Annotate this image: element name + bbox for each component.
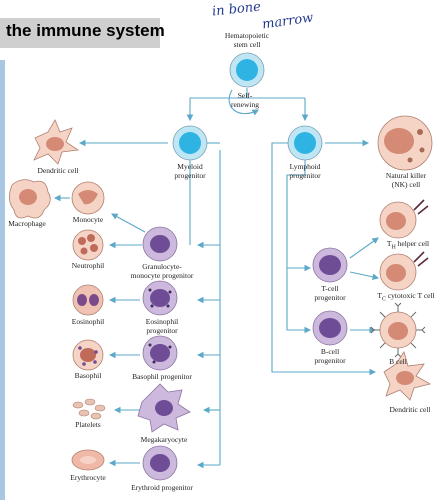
label-hematopoietic-stem-cell: Hematopoietic stem cell [224,31,270,49]
label-erythroid-progenitor: Erythroid progenitor [131,483,193,492]
label-eosinophil: Eosinophil [71,317,105,326]
label-erythrocyte: Erythrocyte [70,473,106,482]
to-monocyte-arrow [111,213,146,233]
label-t-cytotoxic-cell: TC cytotoxic T cell [377,291,435,303]
label-neutrophil: Neutrophil [71,261,105,270]
b-cell [370,302,426,358]
t-cytotoxic-cell [379,251,429,291]
to-tc-arrow [349,271,380,281]
label-dendritic-cell-right: Dendritic cell [389,405,431,414]
gm-progenitor-cell [142,226,178,262]
label-basophil: Basophil [74,371,102,380]
b-cell-progenitor-cell [312,310,348,346]
label-myeloid-progenitor: Myeloid progenitor [174,162,206,180]
self-renewal-loop [228,89,259,116]
lymphoid-progenitor-cell [287,125,323,161]
dendritic-cell-left [33,119,80,165]
t-cell-progenitor-cell [312,247,348,283]
label-b-cell: B cell [389,357,407,366]
label-monocyte: Monocyte [72,215,104,224]
hematopoietic-stem-cell [229,52,265,88]
label-megakaryocyte: Megakaryocyte [140,435,188,444]
label-nk-cell: Natural killer (NK) cell [385,171,427,189]
neutrophil-cell [72,229,104,261]
title-banner [0,18,160,48]
nk-cell [377,115,433,171]
label-b-cell-progenitor: B-cell progenitor [314,347,346,365]
label-basophil-progenitor: Basophil progenitor [132,372,192,381]
basophil-cell [72,339,104,371]
label-eosinophil-progenitor: Eosinophil progenitor [145,317,179,335]
macrophage-cell [9,179,51,219]
banner-title: the immune system [6,21,165,40]
myeloid-progenitor-cell [172,125,208,161]
to-dendritic-right-arrow [271,142,377,376]
to-b-prog-arrow [286,160,312,334]
left-edge-strip [0,60,5,500]
basophil-progenitor-cell [142,335,178,371]
erythrocyte-cell [71,449,105,471]
label-dendritic-cell-left: Dendritic cell [37,166,79,175]
label-gm-progenitor: Granulocyte- monocyte progenitor [130,262,194,280]
label-lymphoid-progenitor: Lymphoid progenitor [289,162,321,180]
platelets [72,398,106,420]
eosinophil-cell [72,284,104,316]
erythroid-progenitor-cell [142,445,178,481]
eosinophil-progenitor-cell [142,280,178,316]
label-t-helper-cell: TH helper cell [386,239,430,251]
dendritic-cell-right [383,351,432,401]
to-th-arrow [349,237,379,259]
megakaryocyte-cell [137,383,191,433]
connector-arrows [53,88,380,469]
label-self-renewing: Self- renewing [231,91,259,109]
label-platelets: Platelets [75,420,101,429]
label-t-cell-progenitor: T-cell progenitor [314,284,346,302]
label-macrophage: Macrophage [8,219,46,228]
t-helper-cell [379,199,429,239]
monocyte-cell [71,181,105,215]
